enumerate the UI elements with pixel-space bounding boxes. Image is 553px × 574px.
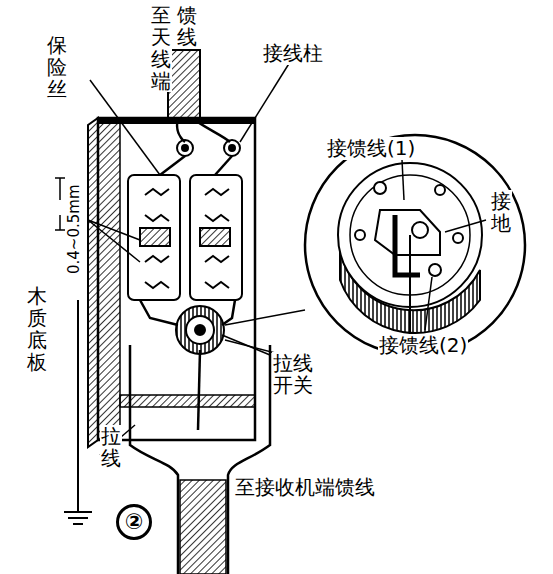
part-name: 接线柱	[262, 42, 324, 65]
switch-detail	[338, 163, 482, 355]
fuses	[128, 175, 242, 300]
leader-lines	[90, 62, 486, 455]
housing-band	[120, 395, 255, 407]
board-side	[98, 118, 120, 440]
cable-label: 至天线端	[150, 4, 172, 92]
part-name: 拉线	[100, 425, 122, 469]
part-name: 木质底板	[26, 285, 48, 373]
feeder-cable	[168, 50, 200, 120]
receiver-cable	[180, 480, 226, 574]
terminals	[177, 140, 240, 156]
part-name: 接馈线(1)	[326, 137, 416, 160]
cable-label: 馈线	[176, 4, 198, 48]
housing	[130, 345, 270, 574]
part-name: 接地	[490, 190, 512, 234]
ground-symbol	[64, 300, 92, 524]
board	[98, 118, 255, 440]
dimension-label: 0.4~0.5mm	[66, 183, 83, 275]
cable-label: 至接收机端馈线	[234, 476, 376, 499]
pull-switch	[176, 306, 224, 354]
part-name: 接馈线(2)	[378, 334, 468, 357]
part-name: 保险丝	[46, 34, 68, 100]
magnifier	[305, 135, 525, 355]
figure-number: ②	[116, 504, 152, 540]
part-name: 拉线开关	[272, 352, 314, 396]
board-edge	[88, 118, 98, 447]
